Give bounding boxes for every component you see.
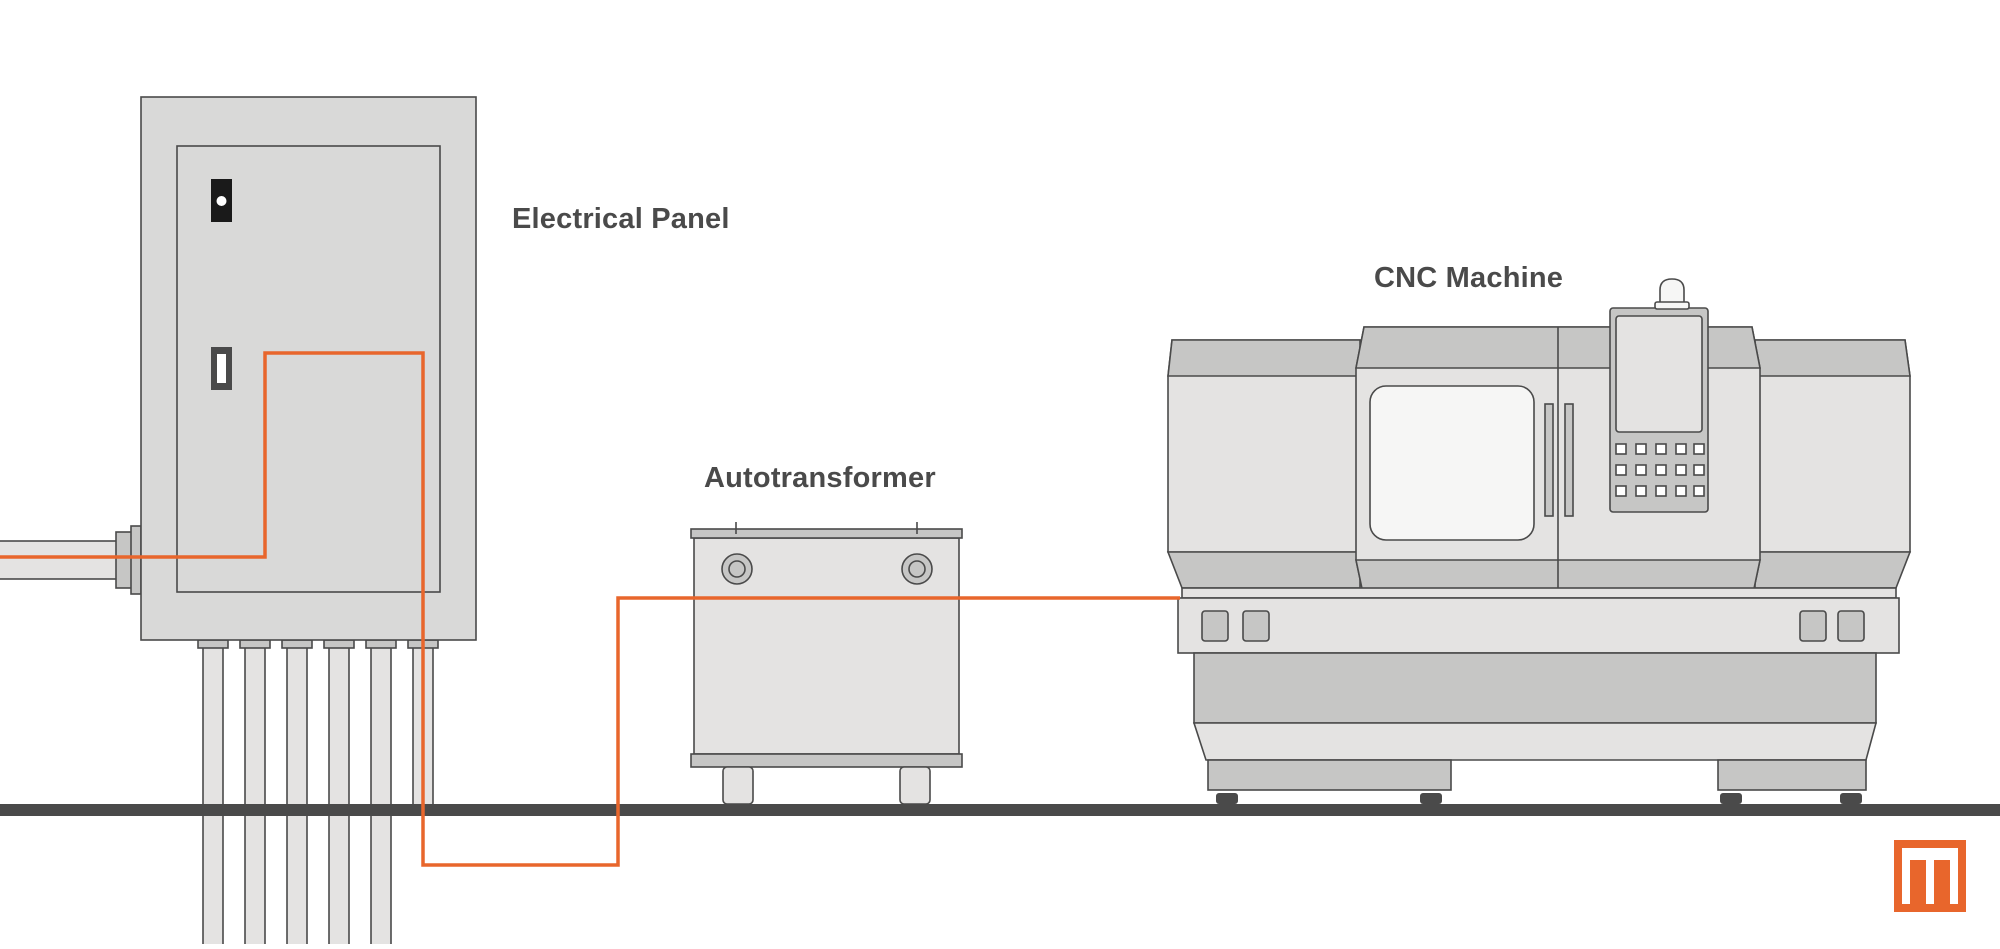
floor-line xyxy=(0,804,2000,816)
autotransformer-label: Autotransformer xyxy=(704,462,936,494)
autotransformer xyxy=(690,522,963,805)
electrical-panel xyxy=(140,96,477,641)
electrical-panel-label: Electrical Panel xyxy=(512,203,730,235)
cnc-machine-label: CNC Machine xyxy=(1374,262,1564,294)
side-conduit xyxy=(0,525,142,595)
cnc-machine xyxy=(1166,278,1912,804)
panel-conduits xyxy=(197,639,439,948)
brand-logo-icon xyxy=(1894,840,1966,912)
power-wire xyxy=(0,351,1180,867)
